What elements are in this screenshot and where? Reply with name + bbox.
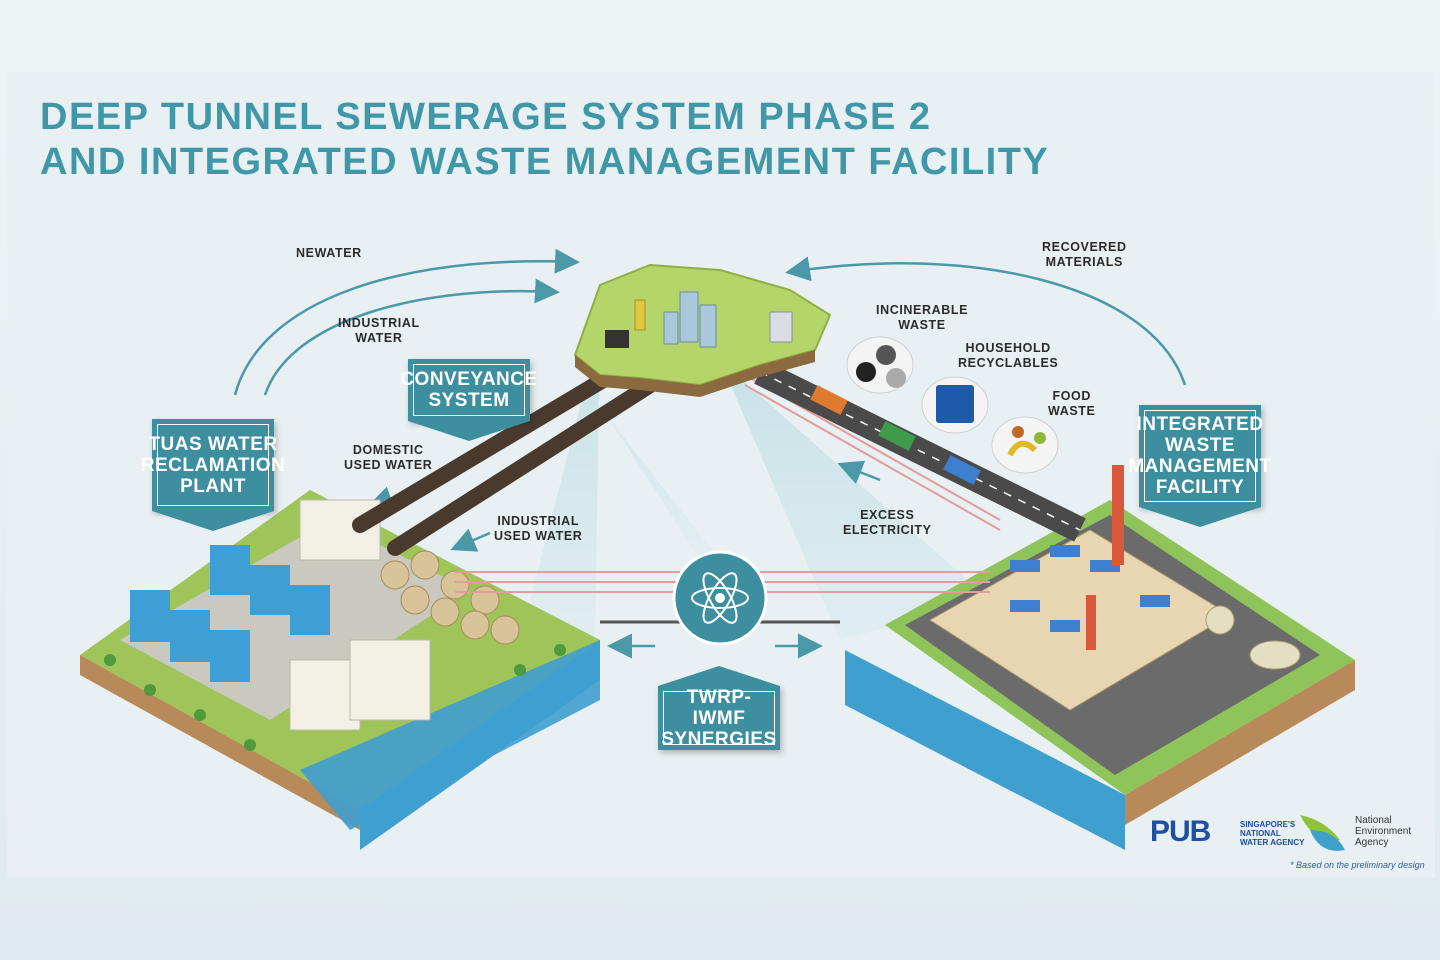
footnote: * Based on the preliminary design: [1290, 860, 1425, 870]
light-beam: [610, 420, 720, 560]
industrial-tunnel: [387, 374, 663, 556]
light-beam: [520, 330, 600, 640]
singapore-island: [573, 263, 832, 397]
chimney: [1086, 595, 1096, 650]
domestic-tunnel: [352, 362, 628, 533]
industrial-water-arrow: [263, 278, 560, 396]
excess-electricity-arrow: [837, 460, 881, 484]
industrial-used-water-arrow: [450, 528, 491, 552]
incinerable-waste-bubble: [846, 336, 914, 394]
recovered-materials-arrow: [785, 256, 1187, 386]
power-cable-bridge: [455, 374, 1001, 593]
light-beam: [720, 360, 990, 640]
iwmf-platform: [845, 465, 1355, 850]
chimney: [1112, 465, 1124, 565]
tuas-platform: [80, 490, 600, 850]
page-title-line1: DEEP TUNNEL SEWERAGE SYSTEM PHASE 2: [40, 96, 932, 138]
synergy-atom-icon: [672, 550, 768, 646]
household-recyclables-bubble: [921, 376, 989, 434]
trucks: [810, 385, 981, 485]
label-newater: NEWATER: [296, 246, 362, 260]
food-waste-bubble: [991, 416, 1059, 474]
nea-logo-icon: [1300, 815, 1345, 851]
page-title-line2: AND INTEGRATED WASTE MANAGEMENT FACILITY: [40, 141, 1050, 183]
pub-logo: PUB: [1150, 815, 1211, 848]
newater-arrow: [233, 248, 580, 396]
road-marking: [759, 371, 1081, 531]
